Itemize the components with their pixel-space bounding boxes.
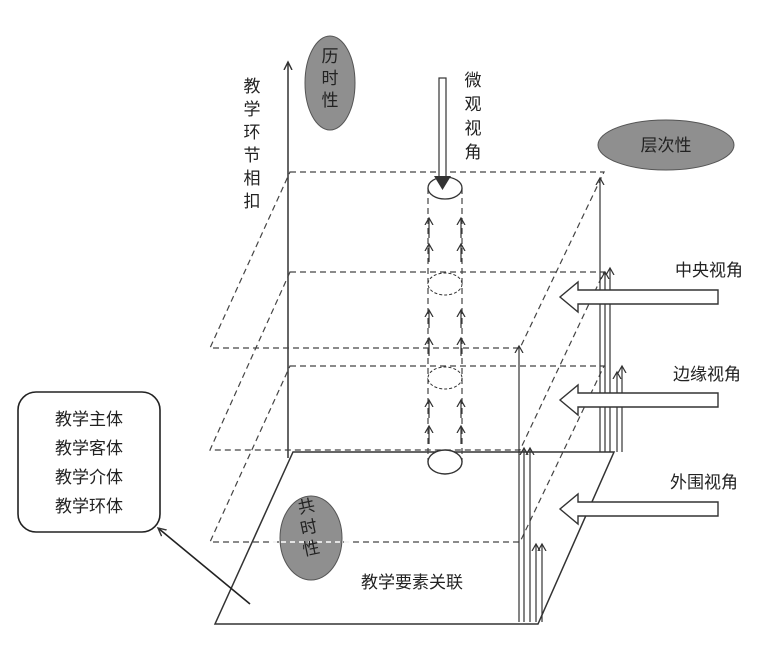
hierarchy-label: 层次性 (641, 136, 692, 156)
synchronic-char: 性 (301, 538, 322, 561)
diachronic-ellipse (304, 35, 356, 131)
top-plane (209, 171, 605, 349)
synchronic-char: 共 (296, 496, 317, 519)
synchronic-ellipse (279, 495, 343, 581)
base-plane (213, 451, 616, 625)
diachronic-char: 时 (322, 69, 339, 89)
left-axis-char: 节 (244, 146, 261, 166)
cylinder-bottom-ellipse (427, 449, 463, 475)
left-axis-char: 扣 (244, 192, 261, 212)
teaching-elements-box (17, 391, 161, 533)
left-axis-char: 相 (244, 169, 261, 189)
center-view-label: 中央视角 (675, 261, 743, 281)
left-axis-char: 教 (244, 77, 261, 97)
base-label: 教学要素关联 (361, 573, 463, 593)
micro-char: 视 (465, 119, 482, 139)
edge-view-arrow (558, 383, 719, 417)
lower-plane (209, 365, 605, 543)
outer-view-label: 外围视角 (670, 473, 738, 493)
outer-view-arrow (558, 492, 719, 526)
hierarchy-ellipse (597, 119, 735, 171)
left-axis-char: 环 (244, 123, 261, 143)
synchronic-label: 共 时 性 (296, 496, 322, 561)
diachronic-label: 历 时 性 (322, 47, 339, 111)
diachronic-char: 历 (322, 47, 339, 67)
synchronic-char: 时 (299, 517, 320, 540)
cylinder-low-ellipse (427, 366, 463, 390)
box-line: 教学环体 (55, 497, 123, 517)
box-pointer-arrow (158, 528, 251, 605)
middle-plane (209, 271, 605, 451)
right-vertical-arrows (519, 178, 622, 622)
left-axis-char: 学 (244, 100, 261, 120)
micro-char: 观 (465, 95, 482, 115)
edge-view-label: 边缘视角 (673, 365, 741, 385)
micro-view-arrow (434, 77, 451, 190)
box-line: 教学客体 (55, 439, 123, 459)
box-text: 教学主体 教学客体 教学介体 教学环体 (55, 410, 123, 517)
cylinder-up-arrows (429, 218, 461, 444)
micro-char: 角 (465, 143, 482, 163)
box-line: 教学主体 (55, 410, 123, 430)
center-view-arrow (558, 280, 719, 314)
micro-char: 微 (465, 71, 482, 91)
cylinder-mid-ellipse (427, 272, 463, 296)
left-axis-label: 教 学 环 节 相 扣 (244, 77, 261, 212)
box-line: 教学介体 (55, 468, 123, 488)
micro-view-label: 微 观 视 角 (465, 71, 482, 163)
diachronic-char: 性 (322, 91, 339, 111)
